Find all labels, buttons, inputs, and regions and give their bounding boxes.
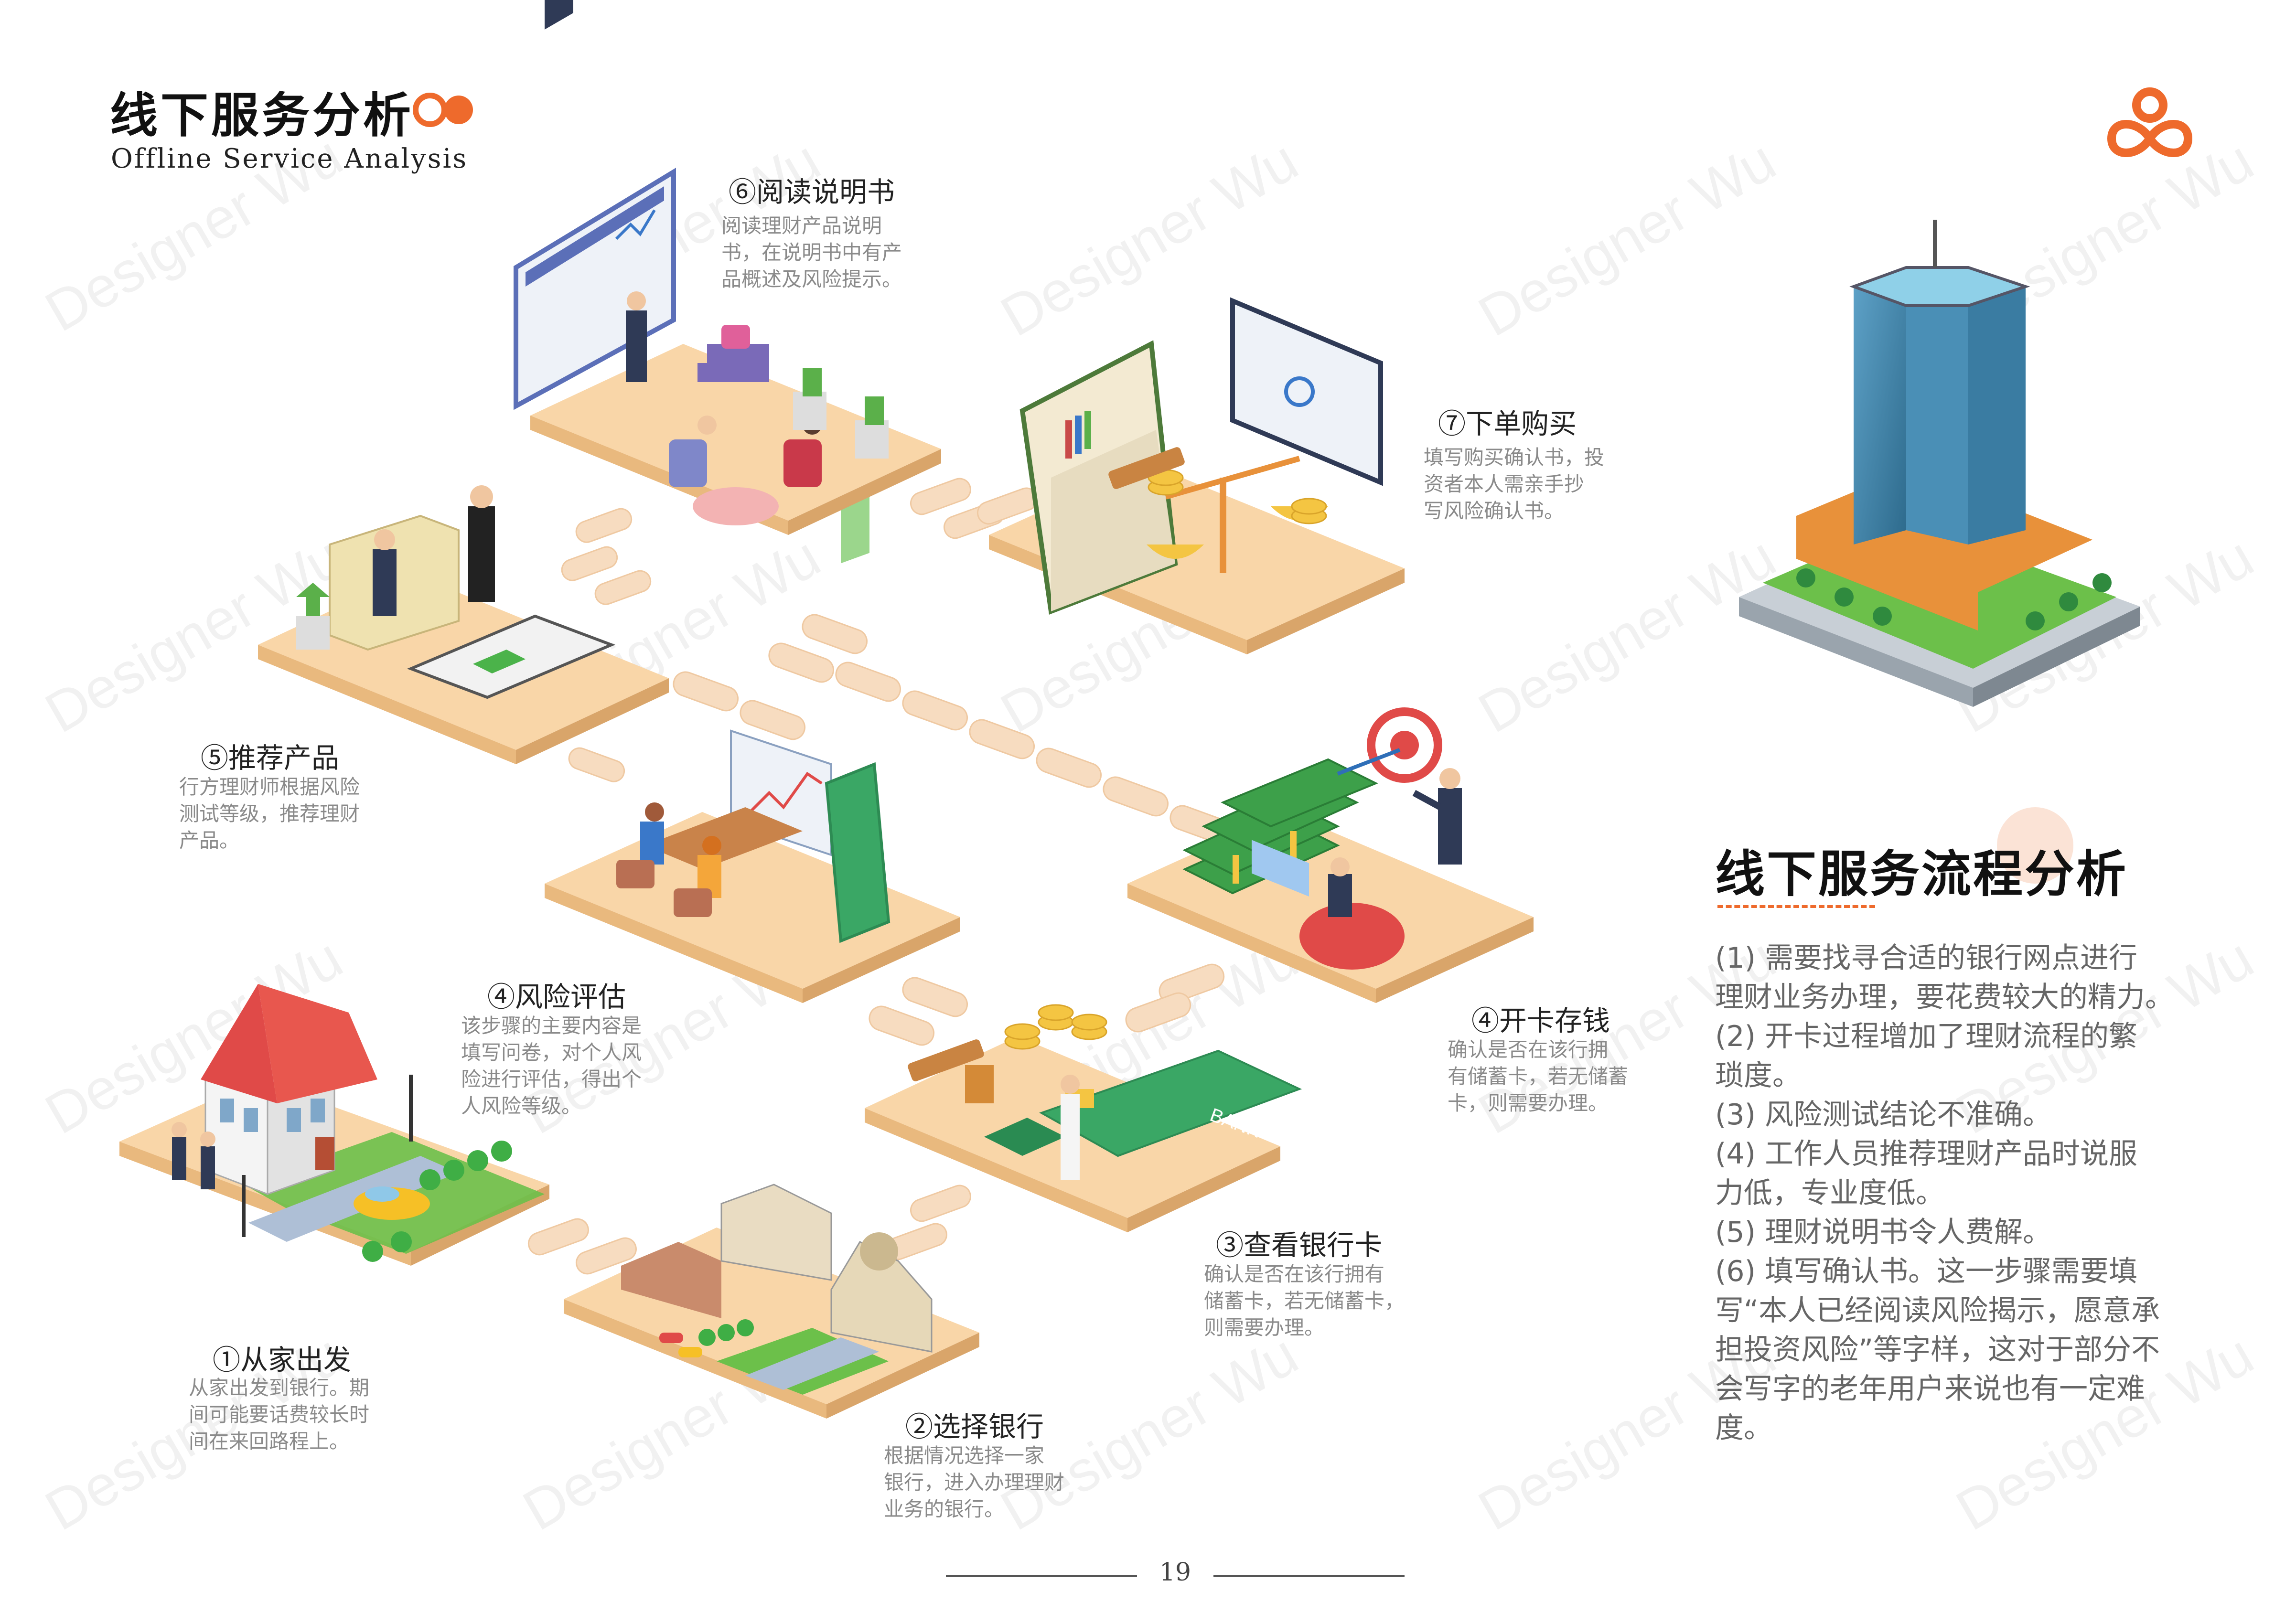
step-3-desc: 确认是否在该行拥有储蓄卡，若无储蓄卡，则需要办理。 bbox=[1204, 1262, 1405, 1339]
step-1-title: ①从家出发 bbox=[213, 1344, 352, 1376]
step-7-title: ⑦下单购买 bbox=[1438, 407, 1577, 440]
analysis-notes: (1) 需要找寻合适的银行网点进行 理财业务办理，要花费较大的精力。 (2) 开… bbox=[1715, 941, 2174, 1445]
analysis-title-underline bbox=[1717, 905, 1875, 908]
step-4b-title: ④开卡存钱 bbox=[1471, 1004, 1610, 1037]
tile-open-card-deposit bbox=[1127, 707, 1534, 1003]
tile-from-home bbox=[119, 984, 549, 1266]
step-7-desc: 填写购买确认书，投资者本人需亲手抄写风险确认书。 bbox=[1424, 446, 1605, 523]
step-2-desc: 根据情况选择一家银行，进入办理理财业务的银行。 bbox=[884, 1444, 1065, 1521]
tile-risk-assessment bbox=[545, 495, 960, 1003]
step-4-title: ④风险评估 bbox=[487, 981, 626, 1013]
step-5-title: ⑤推荐产品 bbox=[201, 742, 340, 774]
tile-place-order bbox=[989, 297, 1405, 897]
infinity-logo-icon bbox=[2107, 87, 2193, 157]
step-1-desc: 从家出发到银行。期间可能要话费较长时间在来回路程上。 bbox=[189, 1376, 370, 1453]
skyscraper bbox=[1739, 220, 2140, 707]
step-6-title: ⑥阅读说明书 bbox=[729, 176, 895, 208]
page-subtitle: Offline Service Analysis bbox=[111, 143, 468, 174]
footer-rule-right bbox=[1213, 1575, 1405, 1577]
step-6-desc: 阅读理财产品说明书，在说明书中有产品概述及风险提示。 bbox=[721, 214, 902, 291]
page-number: 19 bbox=[1159, 1558, 1191, 1587]
footer-rule-left bbox=[946, 1575, 1137, 1577]
tile-recommend-products bbox=[258, 485, 669, 764]
page-title: 线下服务分析 bbox=[110, 87, 414, 143]
step-5-desc: 行方理财师根据风险测试等级，推荐理财产品。 bbox=[179, 775, 360, 852]
tile-choose-bank bbox=[564, 1184, 979, 1419]
step-4-desc: 该步骤的主要内容是填写问卷，对个人风险进行评估，得出个人风险等级。 bbox=[461, 1014, 642, 1118]
tile-bank-card: BANK bbox=[865, 1004, 1302, 1232]
analysis-title: 线下服务流程分析 bbox=[1715, 844, 2128, 903]
path-segments bbox=[527, 478, 1236, 1275]
analysis-title-accent bbox=[1997, 807, 2073, 884]
tile-read-instructions bbox=[514, 0, 941, 535]
step-4b-desc: 确认是否在该行拥有储蓄卡，若无储蓄卡，则需要办理。 bbox=[1448, 1038, 1629, 1115]
step-3-title: ③查看银行卡 bbox=[1216, 1229, 1383, 1261]
step-2-title: ②选择银行 bbox=[905, 1410, 1044, 1443]
brand-rings-icon bbox=[413, 93, 473, 127]
